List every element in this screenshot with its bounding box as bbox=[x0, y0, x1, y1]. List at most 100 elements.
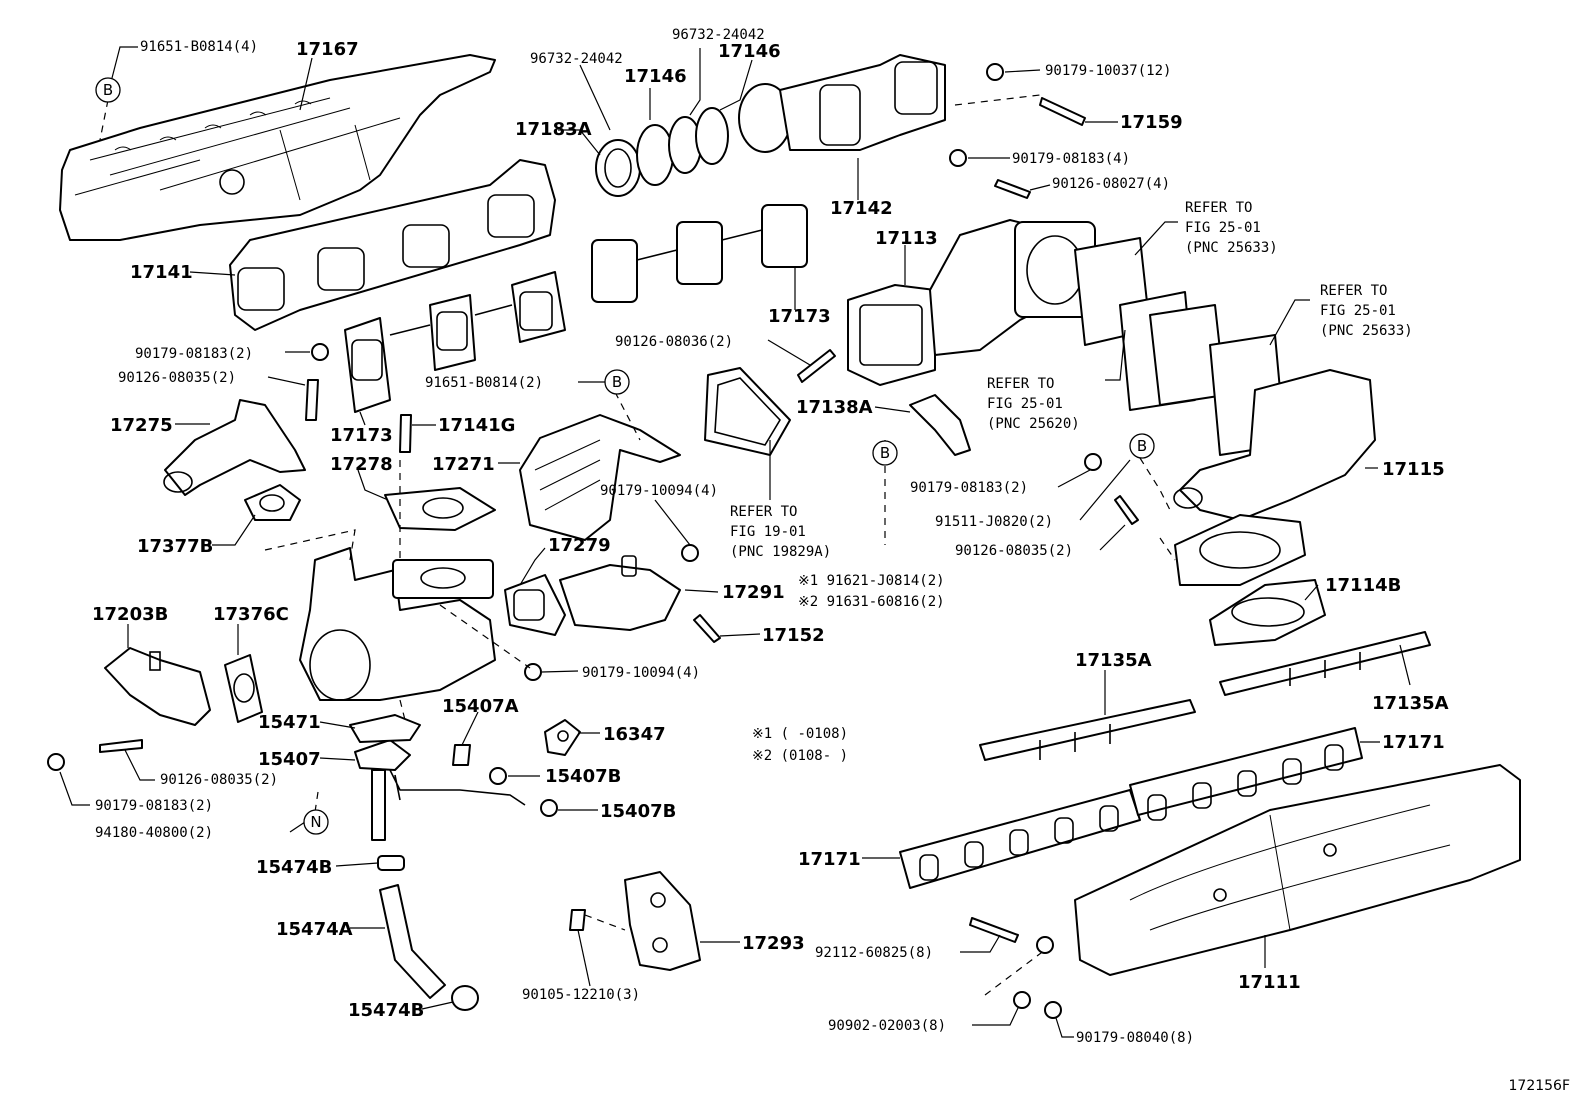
insulator-17271 bbox=[519, 414, 681, 541]
label-17183a: 17183A bbox=[515, 119, 592, 140]
rings-17146 bbox=[595, 107, 729, 197]
refer-1901-line3: (PNC 19829A) bbox=[730, 544, 831, 560]
label-17111: 17111 bbox=[1238, 972, 1301, 993]
label-17278: 17278 bbox=[330, 454, 393, 475]
heat-shield-17135A bbox=[979, 631, 1431, 761]
label-17291: 17291 bbox=[722, 582, 785, 603]
label-91631-60816: ※2 91631-60816(2) bbox=[798, 594, 945, 610]
hose-15474 bbox=[377, 855, 479, 1011]
gasket-17278 bbox=[384, 487, 496, 531]
oil-pipe-15407 bbox=[349, 714, 526, 841]
label-17271: 17271 bbox=[432, 454, 495, 475]
label-15407b-a: 15407B bbox=[545, 766, 621, 787]
label-15474b-a: 15474B bbox=[256, 857, 332, 878]
leader-lines bbox=[59, 46, 1411, 1038]
label-90179-08183-left: 90179-08183(2) bbox=[135, 346, 253, 362]
svg-text:B: B bbox=[103, 81, 113, 99]
intake-gasket-17171 bbox=[899, 727, 1363, 889]
svg-text:B: B bbox=[1137, 437, 1147, 455]
label-90179-08183-r: 90179-08183(4) bbox=[1012, 151, 1130, 167]
label-90126-08035-bottom: 90126-08035(2) bbox=[160, 772, 278, 788]
gasket-17173-right bbox=[591, 204, 808, 303]
label-90179-10037: 90179-10037(12) bbox=[1045, 63, 1171, 79]
label-90105-12210: 90105-12210(3) bbox=[522, 987, 640, 1003]
heat-insulator-17167 bbox=[59, 54, 496, 241]
label-15474b-b: 15474B bbox=[348, 1000, 424, 1021]
label-17142: 17142 bbox=[830, 198, 893, 219]
label-17173-left: 17173 bbox=[330, 425, 393, 446]
hose-17203B bbox=[104, 647, 211, 726]
label-17141g: 17141G bbox=[438, 415, 515, 436]
label-90126-08035-left: 90126-08035(2) bbox=[118, 370, 236, 386]
turbocharger bbox=[299, 547, 496, 701]
label-92112-60825: 92112-60825(8) bbox=[815, 945, 933, 961]
label-17275: 17275 bbox=[110, 415, 173, 436]
fasteners bbox=[47, 63, 1139, 1019]
label-17135a-a: 17135A bbox=[1075, 650, 1152, 671]
exhaust-pipe-17142 bbox=[738, 54, 946, 153]
label-15407: 15407 bbox=[258, 749, 321, 770]
label-90902-02003: 90902-02003(8) bbox=[828, 1018, 946, 1034]
flange-gaskets bbox=[1074, 237, 1286, 456]
label-17152: 17152 bbox=[762, 625, 825, 646]
label-15407a: 15407A bbox=[442, 696, 519, 717]
refer-2501-a-line3: (PNC 25633) bbox=[1185, 240, 1278, 256]
label-17113: 17113 bbox=[875, 228, 938, 249]
label-17203b: 17203B bbox=[92, 604, 168, 625]
refer-1901-line2: FIG 19-01 bbox=[730, 524, 806, 540]
refer-2501-b-line1: REFER TO bbox=[1320, 283, 1387, 299]
label-17146-a: 17146 bbox=[624, 66, 687, 87]
bracket-17138A bbox=[909, 394, 971, 456]
label-90179-08040: 90179-08040(8) bbox=[1076, 1030, 1194, 1046]
hose-17275 bbox=[163, 399, 306, 496]
intake-manifold-17111 bbox=[1074, 764, 1521, 976]
gasket-fig19 bbox=[704, 367, 791, 456]
label-91621-j0814: ※1 91621-J0814(2) bbox=[798, 573, 945, 589]
part-labels: 91651-B0814(4) 17167 96732-24042 96732-2… bbox=[92, 27, 1570, 1094]
label-15471: 15471 bbox=[258, 712, 321, 733]
bracket-17293 bbox=[624, 871, 701, 971]
label-17141: 17141 bbox=[130, 262, 193, 283]
refer-1901-line1: REFER TO bbox=[730, 504, 797, 520]
label-17279: 17279 bbox=[548, 535, 611, 556]
label-17377b: 17377B bbox=[137, 536, 213, 557]
label-17376c: 17376C bbox=[213, 604, 289, 625]
gasket-17376C bbox=[224, 654, 263, 723]
label-91651-b0814-2: 91651-B0814(2) bbox=[425, 375, 543, 391]
label-17173-right: 17173 bbox=[768, 306, 831, 327]
label-17171-right: 17171 bbox=[1382, 732, 1445, 753]
label-17171-left: 17171 bbox=[798, 849, 861, 870]
label-96732-24042-a: 96732-24042 bbox=[530, 51, 623, 67]
exhaust-manifold-17141 bbox=[229, 159, 556, 331]
note-2: ※2 (0108- ) bbox=[752, 748, 848, 764]
label-15407b-b: 15407B bbox=[600, 801, 676, 822]
refer-2501-a-line1: REFER TO bbox=[1185, 200, 1252, 216]
exhaust-pipe-17113 bbox=[847, 219, 1096, 386]
label-17146-b: 17146 bbox=[718, 41, 781, 62]
label-17138a: 17138A bbox=[796, 397, 873, 418]
callout-b-3: B bbox=[872, 440, 898, 466]
note-1: ※1 ( -0108) bbox=[752, 726, 848, 742]
label-17167: 17167 bbox=[296, 39, 359, 60]
label-90126-08035-mid: 90126-08035(2) bbox=[955, 543, 1073, 559]
refer-25620-line2: FIG 25-01 bbox=[987, 396, 1063, 412]
gasket-16347 bbox=[544, 719, 581, 756]
label-90179-08183-bottom: 90179-08183(2) bbox=[95, 798, 213, 814]
gasket-17114B bbox=[1209, 579, 1326, 646]
exhaust-pipe-17115 bbox=[1173, 369, 1376, 586]
refer-2501-b-line3: (PNC 25633) bbox=[1320, 323, 1413, 339]
label-96732-24042-b: 96732-24042 bbox=[672, 27, 765, 43]
gasket-17377B bbox=[244, 484, 301, 521]
callout-b-4: B bbox=[1129, 433, 1155, 459]
refer-25620-line1: REFER TO bbox=[987, 376, 1054, 392]
label-91651-b0814-4: 91651-B0814(4) bbox=[140, 39, 258, 55]
label-16347: 16347 bbox=[603, 724, 666, 745]
dashed-guides bbox=[99, 94, 1176, 996]
label-17293: 17293 bbox=[742, 933, 805, 954]
label-17114b: 17114B bbox=[1325, 575, 1401, 596]
svg-text:N: N bbox=[310, 813, 321, 831]
label-90126-08036: 90126-08036(2) bbox=[615, 334, 733, 350]
refer-25620-line3: (PNC 25620) bbox=[987, 416, 1080, 432]
elbow-17279 bbox=[504, 555, 681, 636]
